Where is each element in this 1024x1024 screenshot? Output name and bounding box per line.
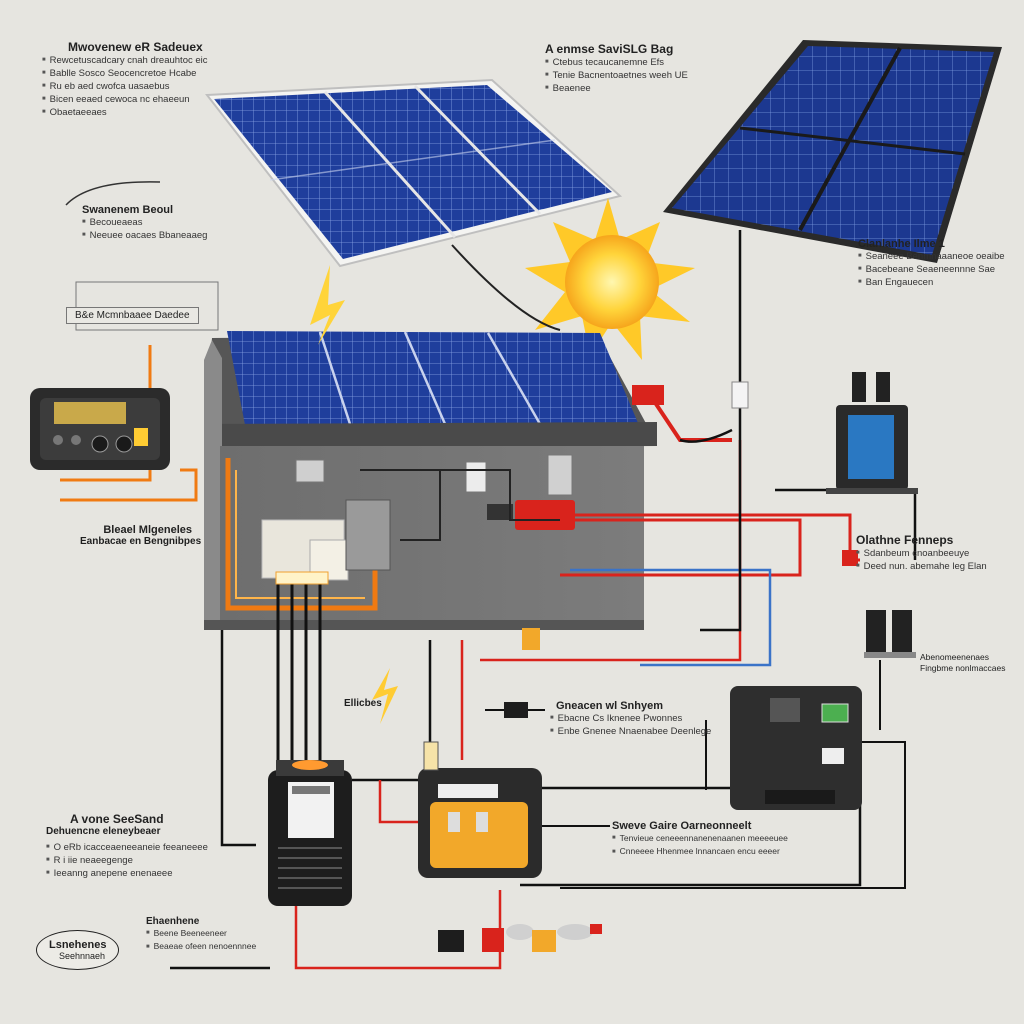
- label-title: A vone SeeSand: [70, 812, 164, 826]
- red-fuse: [842, 550, 858, 566]
- label-center-lower: Gneacen wl Snhyem Ebacne Cs Iknenee Pwon…: [550, 700, 711, 738]
- sun-ray-bolt-icon: [310, 265, 345, 345]
- label-title: Sweve Gaire Oarneonneelt: [612, 820, 752, 832]
- label-top-center: A enmse SaviSLG Bag Ctebus tecaucanemne …: [545, 42, 688, 95]
- hybrid-charger-unit: [418, 741, 542, 878]
- label-title: Swanenem Beoul: [82, 204, 174, 216]
- label-line: O eRb icacceaeneeaneie feeaneeee: [46, 841, 208, 854]
- label-line: Bicen eeaed cewoca nc ehaeeun: [42, 93, 208, 106]
- label-top-left: Mwovenew eR Sadeuex Rewcetuscadcary cnah…: [42, 40, 208, 119]
- breaker-switches: [864, 610, 916, 658]
- label-line: Rewcetuscadcary cnah dreauhtoc eic: [42, 54, 208, 67]
- label-title: Olathne Fenneps: [856, 533, 954, 547]
- battery-pack-top-right: [826, 372, 918, 494]
- label-line: Becoueaeas: [82, 216, 207, 229]
- label-line: R i iie neaeegenge: [46, 854, 208, 867]
- label-left-mid: Bleael Mlgeneles Eanbacae en Bengnibpes: [80, 524, 202, 547]
- callout-line: [65, 181, 161, 206]
- label-line: Tenie Bacnentoaetnes weeh UE: [545, 69, 688, 82]
- label-line: Ieeanng anepene enenaeee: [46, 867, 208, 880]
- label-line: Enbe Gnenee Nnaenabee Deenlege: [550, 725, 712, 738]
- label-right-mid: Olathne Fenneps Sdanbeum cnoanbeeuye Dee…: [856, 533, 987, 573]
- sun-icon: [525, 198, 695, 360]
- label-line: Eanbacae en Bengnibpes: [80, 536, 202, 547]
- switch-box: [504, 702, 528, 718]
- label-right-top: Clanlanhe Ilme 1 Seaneee Benmnaaaneoe oe…: [858, 238, 1005, 289]
- label-line: Tenvieue ceneeennanenenaanen meeeeuee: [612, 832, 788, 845]
- label-line: Ctebus tecaucanemne Efs: [545, 56, 688, 69]
- charge-controller: [30, 388, 170, 470]
- label-line: Seaneee Benmnaaaneoe oeaibe: [858, 250, 1005, 263]
- label-left-box: B&e Mcmnbaaee Daedee: [66, 307, 199, 324]
- label-line: Bablle Sosco Seocencretoe Hcabe: [42, 67, 208, 80]
- house: [204, 331, 657, 760]
- label-lower-right: Sweve Gaire Oarneonneelt Tenvieue ceneee…: [612, 820, 788, 859]
- label-title: Mwovenew eR Sadeuex: [68, 40, 203, 54]
- output-components: [438, 924, 602, 952]
- label-line: Beene Beeneeneer: [146, 927, 256, 940]
- label-title: A enmse SaviSLG Bag: [545, 42, 674, 56]
- label-line: Ban Engauecen: [858, 276, 1005, 289]
- junction-box: [731, 381, 749, 409]
- lightning-icon: [372, 668, 398, 724]
- meter-socket: [522, 628, 540, 650]
- red-connector: [632, 385, 664, 405]
- label-right-side: Abenomeenenaes Fingbme nonlmaccaes: [920, 652, 1006, 674]
- battery-bank: [268, 760, 352, 906]
- label-bottom-small: Ehaenhene Beene Beeneeneer Beaeae ofeen …: [146, 916, 256, 954]
- solar-panel-top-right: [663, 40, 1002, 263]
- label-line: Ru eb aed cwofca uasaebus: [42, 80, 208, 93]
- label-line: Abenomeenenaes: [920, 652, 990, 662]
- label-title: Gneacen wl Snhyem: [556, 700, 663, 712]
- label-line: Seehnnaeh: [59, 951, 106, 961]
- label-title: Clanlanhe Ilme 1: [858, 238, 945, 250]
- label-line: Deed nun. abemahe leg Elan: [856, 560, 987, 573]
- label-line: Neeuee oacaes Bbaneaaeg: [82, 229, 208, 242]
- label-center-small: Ellicbes: [344, 698, 382, 709]
- label-title: Lsnehenes: [49, 939, 107, 951]
- label-bottom-oval: Lsnehenes Seehnnaeh: [36, 930, 120, 970]
- solar-panel-top-left: [205, 78, 623, 268]
- label-left-top: Swanenem Beoul Becoueaeas Neeuee oacaes …: [82, 204, 207, 242]
- label-line: Beaenee: [545, 82, 688, 95]
- label-line: Beaeae ofeen nenoennnee: [146, 940, 257, 953]
- label-line: Obaetaeeaes: [42, 106, 208, 119]
- label-lower-left: A vone SeeSand Dehuencne eleneybeaer O e…: [46, 812, 208, 880]
- label-title: Bleael Mlgeneles: [103, 524, 192, 536]
- inverter-unit: [730, 686, 862, 810]
- label-line: Sdanbeum cnoanbeeuye: [856, 547, 987, 560]
- label-subtitle: Dehuencne eleneybeaer: [46, 826, 161, 837]
- label-line: Cnneeee Hhenmee lnnancaen encu eeeer: [612, 845, 788, 858]
- label-line: Bacebeane Seaeneennne Sae: [858, 263, 1005, 276]
- label-title: Ehaenhene: [146, 916, 200, 927]
- label-line: Ebacne Cs Iknenee Pwonnes: [550, 712, 711, 725]
- label-line: Fingbme nonlmaccaes: [920, 663, 1006, 673]
